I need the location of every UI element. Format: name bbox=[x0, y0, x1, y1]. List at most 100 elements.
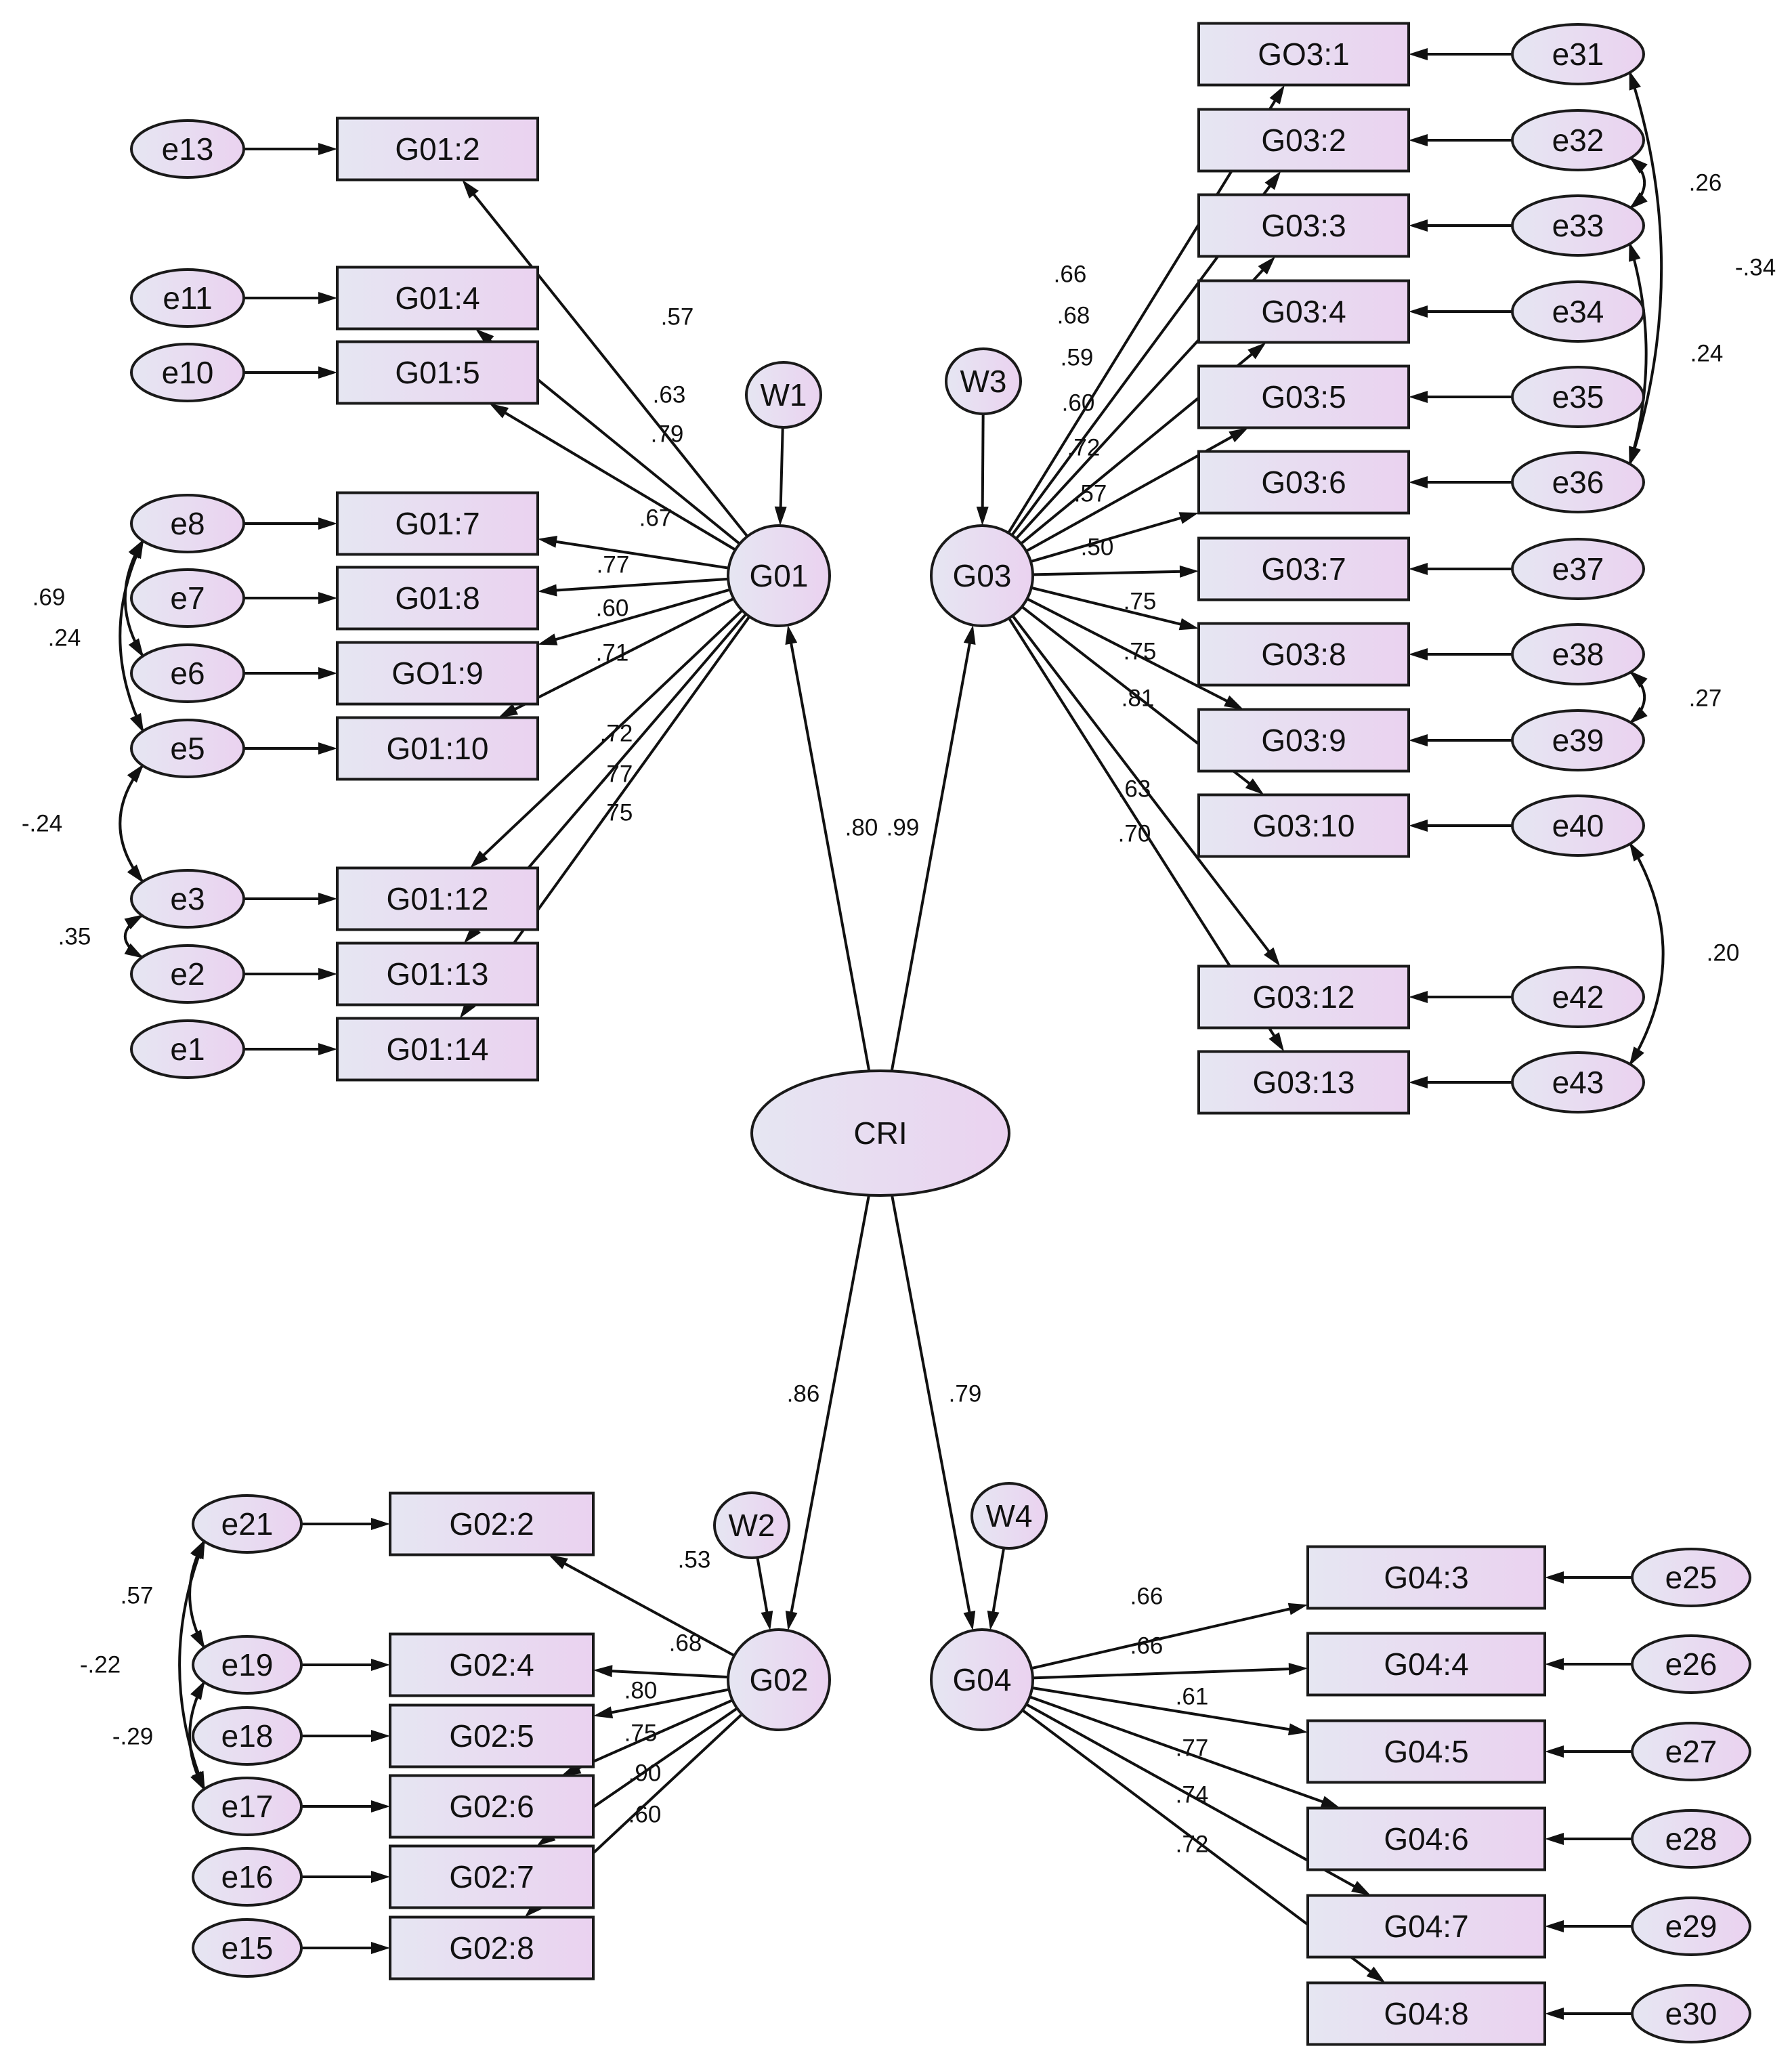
path-e19-to-g02-4-head bbox=[371, 1659, 390, 1671]
path-e25-to-g04-3-head bbox=[1545, 1571, 1564, 1584]
indicator-g02-2-box bbox=[389, 1491, 595, 1556]
error-e11-ellipse bbox=[130, 268, 245, 328]
indicator-g01-10-box bbox=[336, 716, 539, 781]
error-e40-ellipse bbox=[1511, 794, 1645, 857]
loading-g01-2: .57 bbox=[661, 304, 694, 331]
path-e28-to-g04-6-head bbox=[1545, 1833, 1564, 1845]
path-cri-to-g02-head bbox=[785, 1611, 798, 1631]
error-e43-ellipse bbox=[1511, 1051, 1645, 1114]
cov-e8-e6-head-top bbox=[128, 539, 144, 559]
path-e43-to-g03-13-head bbox=[1409, 1076, 1428, 1088]
cov-label-e3-e2: .35 bbox=[58, 924, 91, 950]
error-e25-label: e25 bbox=[1665, 1560, 1718, 1595]
error-e32-label: e32 bbox=[1552, 123, 1604, 158]
path-cri-to-g03 bbox=[890, 641, 972, 1072]
coef-cri-g01: .80 bbox=[845, 815, 878, 841]
indicator-g02-6-label: G02:6 bbox=[449, 1789, 534, 1824]
cov-e21-e19-head-bottom bbox=[190, 1630, 205, 1649]
path-g03-to-g03-9 bbox=[1026, 597, 1230, 704]
cov-label-e19-e17: -.29 bbox=[112, 1724, 153, 1750]
indicator-g02-8-label: G02:8 bbox=[449, 1930, 534, 1966]
error-e25-ellipse bbox=[1631, 1548, 1751, 1607]
cri-latent-ellipse bbox=[750, 1069, 1010, 1197]
loading-g01-7: .67 bbox=[639, 505, 673, 532]
path-g03-to-g03-12 bbox=[1011, 614, 1272, 954]
loading-g01-10: .71 bbox=[596, 640, 629, 666]
path-g03-to-g03-7-head bbox=[1179, 565, 1199, 578]
error-e27-ellipse bbox=[1631, 1722, 1751, 1781]
path-cri-to-g02 bbox=[789, 1195, 870, 1615]
indicator-g03-10-box bbox=[1197, 793, 1410, 858]
indicator-g03-5-label: G03:5 bbox=[1261, 379, 1346, 415]
path-g04-to-g04-4 bbox=[1032, 1667, 1292, 1680]
error-e3-ellipse bbox=[130, 869, 245, 929]
indicator-g04-6-box bbox=[1306, 1806, 1546, 1871]
g01-latent-ellipse bbox=[727, 524, 831, 627]
path-g01-to-g01-8 bbox=[553, 577, 729, 592]
indicator-g03-3-label: G03:3 bbox=[1261, 208, 1346, 243]
path-e37-to-g03-7-head bbox=[1409, 563, 1428, 575]
error-e2-label: e2 bbox=[170, 956, 205, 992]
loading-g03-9: .75 bbox=[1124, 639, 1157, 665]
indicator-g01-4-label: G01:4 bbox=[395, 280, 479, 316]
indicator-g03-6-box bbox=[1197, 450, 1410, 515]
coef-cri-g02: .86 bbox=[787, 1381, 820, 1407]
error-e32-ellipse bbox=[1511, 109, 1645, 171]
loading-g04-3: .66 bbox=[1130, 1584, 1164, 1610]
cov-label-e32-e33: .26 bbox=[1689, 170, 1722, 196]
error-e40-label: e40 bbox=[1552, 808, 1604, 843]
cov-label-e8-e5: .69 bbox=[33, 585, 66, 611]
cov-e5-e3-head-bottom bbox=[127, 864, 144, 883]
cov-e8-e6-head-bottom bbox=[128, 638, 144, 658]
error-e34-label: e34 bbox=[1552, 294, 1604, 329]
path-g03-to-g03-10-head bbox=[1245, 778, 1264, 795]
loading-g03-3: .59 bbox=[1061, 345, 1094, 371]
error-e39-label: e39 bbox=[1552, 723, 1604, 758]
cov-e38-e39-head-bottom bbox=[1629, 706, 1648, 724]
indicator-g04-5-label: G04:5 bbox=[1384, 1734, 1468, 1769]
path-w2-to-g02 bbox=[756, 1557, 769, 1615]
path-cri-to-g01-head bbox=[785, 624, 798, 645]
indicator-g01-5-label: G01:5 bbox=[395, 355, 479, 390]
path-e32-to-g03-2-head bbox=[1409, 134, 1428, 146]
loading-g02-7: .90 bbox=[628, 1760, 662, 1787]
path-e15-to-g02-8-head bbox=[371, 1942, 390, 1954]
loading-g03-6: .57 bbox=[1074, 481, 1107, 507]
path-g02-to-g02-5 bbox=[609, 1688, 729, 1714]
path-g03-to-g03-8-head bbox=[1178, 618, 1199, 631]
cov-label-e31-e36: -.34 bbox=[1735, 255, 1776, 281]
error-e31-label: e31 bbox=[1552, 37, 1604, 72]
cov-e40-e43-head-bottom bbox=[1629, 1046, 1644, 1066]
loading-g02-6: .75 bbox=[624, 1720, 658, 1747]
indicator-g03-3-box bbox=[1197, 193, 1410, 258]
loading-g01-8: .77 bbox=[597, 552, 630, 578]
error-e26-label: e26 bbox=[1665, 1647, 1718, 1682]
indicator-g03-8-label: G03:8 bbox=[1261, 637, 1346, 672]
indicator-g03-12-box bbox=[1197, 964, 1410, 1030]
indicator-g04-8-label: G04:8 bbox=[1384, 1996, 1468, 2031]
error-e13-ellipse bbox=[130, 119, 245, 179]
cov-label-e38-e39: .27 bbox=[1689, 685, 1722, 712]
path-w1-to-g01-head bbox=[774, 506, 787, 526]
path-e13-to-g01-2-head bbox=[318, 143, 337, 155]
path-g01-to-g01-7 bbox=[553, 540, 729, 570]
cov-e21-e17-head-top bbox=[192, 1540, 205, 1560]
path-cri-to-g04-head bbox=[963, 1611, 976, 1631]
loading-g03-12: .63 bbox=[1118, 776, 1151, 803]
indicator-g04-3-box bbox=[1306, 1545, 1546, 1610]
indicator-g01-8-box bbox=[336, 566, 539, 631]
indicator-g03-8-box bbox=[1197, 622, 1410, 687]
indicator-g01-2-label: G01:2 bbox=[395, 131, 479, 167]
loading-g04-6: .77 bbox=[1176, 1735, 1209, 1762]
path-e1-to-g01-14-head bbox=[318, 1043, 337, 1055]
loading-go3-1: .66 bbox=[1054, 261, 1087, 288]
indicator-g04-5-box bbox=[1306, 1719, 1546, 1784]
indicator-g03-6-label: G03:6 bbox=[1261, 465, 1346, 500]
loading-g04-7: .74 bbox=[1176, 1782, 1209, 1808]
loading-g04-5: .61 bbox=[1176, 1684, 1209, 1710]
path-g02-to-g02-2 bbox=[562, 1561, 735, 1657]
path-e21-to-g02-2-head bbox=[371, 1518, 390, 1530]
path-g03-to-g03-12-head bbox=[1264, 947, 1281, 967]
path-g04-to-g04-5-head bbox=[1287, 1723, 1308, 1736]
g01-latent-label: G01 bbox=[750, 558, 809, 593]
